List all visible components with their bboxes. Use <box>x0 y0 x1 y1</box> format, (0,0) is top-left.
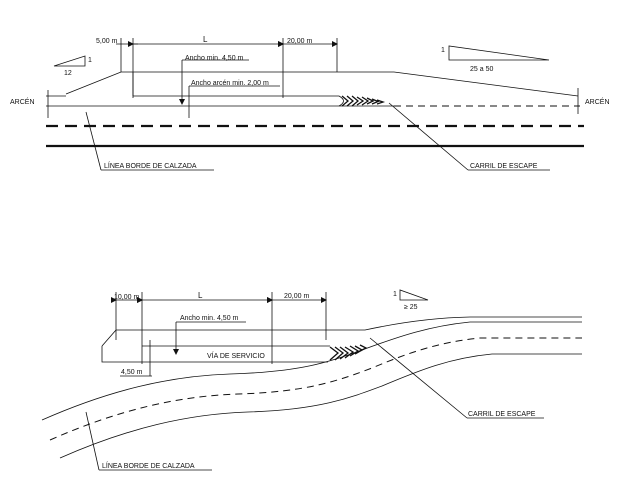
ancho-450-label: Ancho min. 4,50 m <box>185 55 244 62</box>
dim-20m-label: 20,00 m <box>287 38 312 45</box>
dimension-10m: 10,00 m <box>111 292 143 364</box>
escape-lane-outline <box>65 71 579 107</box>
dimension-l: L <box>128 35 284 98</box>
dim-l-label: L <box>203 35 208 44</box>
ancho-200-label: Ancho arcén min. 2,00 m <box>191 80 269 87</box>
dim-450-left-label: 4,50 m <box>121 369 143 376</box>
slope-left-vertical: 1 <box>88 57 92 64</box>
dimension-20m-bottom: 20,00 m <box>267 292 327 340</box>
dimension-20m: 20,00 m <box>278 38 338 72</box>
carril-escape-bottom-label: CARRIL DE ESCAPE <box>468 411 536 418</box>
arcen-left-dimension: ARCÉN <box>10 90 49 118</box>
slope-left-horizontal: 12 <box>64 70 72 77</box>
dim-10m-label: 10,00 m <box>114 294 139 301</box>
bottom-diagram: 1 ≥ 25 10,00 m L 20,00 m <box>41 289 582 471</box>
slope-right-vertical: 1 <box>441 47 445 54</box>
dim-l-bottom-label: L <box>198 291 203 300</box>
width-200-dimension: Ancho arcén min. 2,00 m <box>188 80 280 118</box>
leader-carril-escape-bottom: CARRIL DE ESCAPE <box>369 337 544 419</box>
linea-borde-bottom-label: LÍNEA BORDE DE CALZADA <box>102 461 195 470</box>
slope-bottom-vertical: 1 <box>393 291 397 298</box>
dim-5m-label: 5,00 m <box>96 38 118 45</box>
slope-triangle-left: 1 12 <box>53 55 92 77</box>
slope-triangle-right: 1 25 a 50 <box>441 45 550 73</box>
leader-carril-escape-top: CARRIL DE ESCAPE <box>388 102 550 171</box>
carril-escape-top-label: CARRIL DE ESCAPE <box>470 163 538 170</box>
arcen-right-dimension: ARCÉN <box>577 88 610 114</box>
dim-20m-bottom-label: 20,00 m <box>284 293 309 300</box>
service-road-outline <box>101 316 582 363</box>
curved-road <box>41 321 582 459</box>
dim-450-left: 4,50 m <box>120 340 152 377</box>
slope-bottom-horizontal: ≥ 25 <box>404 304 418 311</box>
arcen-left-label: ARCÉN <box>10 97 35 106</box>
dimension-5m: 5,00 m <box>96 38 138 98</box>
dimension-l-bottom: L <box>137 291 273 364</box>
width-450-bottom-dimension: Ancho min. 4,50 m <box>173 315 246 355</box>
leader-linea-borde-bottom: LÍNEA BORDE DE CALZADA <box>85 411 212 471</box>
road-top <box>46 95 584 148</box>
slope-right-horizontal: 25 a 50 <box>470 66 493 73</box>
arcen-right-label: ARCÉN <box>585 97 610 106</box>
chevron-marking-top <box>341 95 386 107</box>
top-diagram: 1 12 1 25 a 50 5,00 m L 20,00 m <box>10 35 610 171</box>
chevron-marking-bottom <box>329 344 368 361</box>
via-servicio-label: VÍA DE SERVICIO <box>207 351 265 360</box>
width-450-dimension: Ancho min. 4,50 m <box>179 55 249 105</box>
leader-linea-borde-top: LÍNEA BORDE DE CALZADA <box>85 111 214 171</box>
slope-triangle-bottom: 1 ≥ 25 <box>393 289 429 311</box>
ancho-450-bottom-label: Ancho min. 4,50 m <box>180 315 239 322</box>
linea-borde-top-label: LÍNEA BORDE DE CALZADA <box>104 161 197 170</box>
